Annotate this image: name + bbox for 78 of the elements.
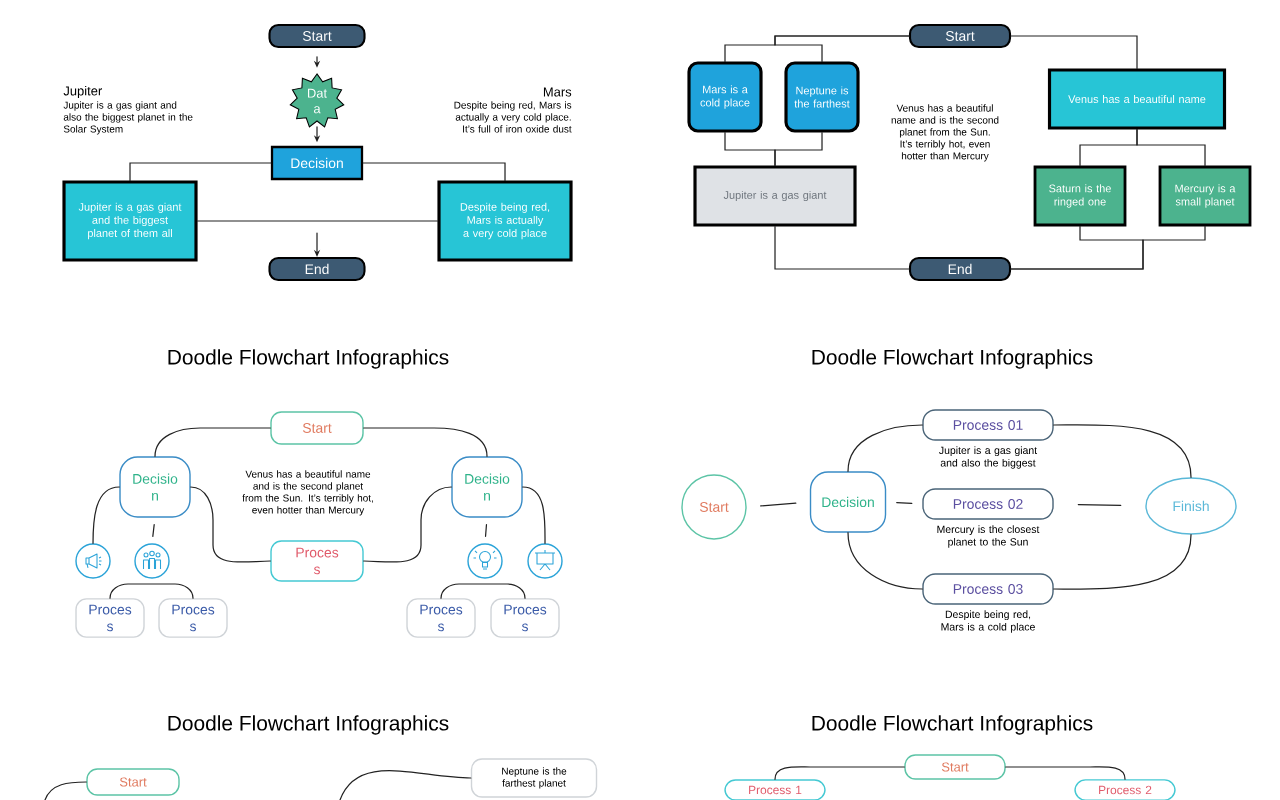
process-box: Saturn is the ringed one [1033, 165, 1127, 227]
connector-line [760, 502, 797, 507]
process-box: Process 03 [922, 573, 1054, 605]
process-box: Process 2 [1074, 779, 1176, 800]
connector-line [774, 35, 910, 63]
connector-line [1053, 534, 1192, 590]
connector-line [1053, 424, 1192, 478]
connector-line [896, 501, 913, 505]
connector-line [847, 424, 923, 472]
connector-line [522, 486, 546, 544]
start-box: Start [86, 768, 180, 796]
connector-line [362, 162, 506, 182]
terminal-pill: Start [268, 23, 366, 49]
connector-line [1005, 766, 1126, 780]
data-star: Dat a [289, 73, 345, 128]
node-caption: Despite being red, Mars is a cold place [941, 610, 1035, 633]
connector-line [1010, 35, 1138, 70]
process-box: Jupiter is a gas giant [693, 165, 857, 227]
connector-line [339, 770, 472, 800]
connector-line [109, 583, 194, 599]
process-box: Despite being red, Mars is actually a very cold place [437, 180, 573, 262]
start-box: Start [904, 754, 1006, 780]
process-box: Neptune is the farthest [784, 61, 860, 133]
heading-text: Jupiter [63, 85, 102, 99]
icon-circle [467, 543, 503, 579]
description-text: Jupiter is a gas giant and also the biggest planet in the Solar System [63, 101, 193, 135]
process-box: Proces s [490, 598, 560, 638]
connector-line [196, 220, 439, 222]
decision-bubble: Decision [809, 471, 887, 533]
panel-title: Doodle Flowchart Infographics [812, 715, 1093, 735]
process-box: Jupiter is a gas giant and the biggest planet of them all [62, 180, 198, 262]
process-box: Mars is a cold place [687, 61, 763, 133]
panel-title: Doodle Flowchart Infographics [812, 349, 1093, 369]
connector-line [1136, 128, 1206, 167]
icon-circle [134, 543, 170, 579]
panel-title: Doodle Flowchart Infographics [168, 715, 449, 735]
node-caption: Jupiter is a gas giant and also the biggest [939, 446, 1038, 469]
process-box: Mercury is a small planet [1158, 165, 1252, 227]
decision-box: Decision [270, 145, 364, 181]
connector-line [484, 524, 488, 537]
process-box: Process 02 [922, 488, 1054, 520]
process-box: Proces s [270, 540, 364, 582]
description-text: Despite being red, Mars is actually a very cold place. It’s full of iron oxide dust [454, 101, 572, 133]
connector-line [363, 427, 488, 457]
connector-line [92, 486, 120, 544]
connector-line [190, 486, 271, 563]
connector-line [1077, 503, 1122, 507]
icon-circle [75, 543, 111, 579]
start-box: Start [270, 411, 364, 445]
connector-line [152, 524, 155, 537]
connector-line [363, 486, 452, 563]
process-box: Venus has a beautiful name [1047, 68, 1227, 130]
icon-circle [527, 543, 563, 579]
connector-line [1010, 225, 1206, 270]
connector-line [847, 532, 923, 590]
terminal-pill: Start [908, 23, 1012, 49]
decision-bubble: Decisio n [119, 456, 191, 518]
heading-text: Mars [543, 87, 572, 97]
process-box: Proces s [406, 598, 476, 638]
decision-bubble: Decisio n [451, 456, 523, 518]
connector-line [774, 766, 905, 780]
process-box: Proces s [75, 598, 145, 638]
panel-title: Doodle Flowchart Infographics [168, 349, 449, 369]
node-caption: Mercury is the closest planet to the Sun [937, 525, 1040, 548]
connector-line [440, 583, 526, 599]
connector-line [129, 162, 272, 182]
process-box: Proces s [158, 598, 228, 638]
process-box: Process 01 [922, 409, 1054, 441]
connector-line [154, 427, 271, 457]
connector-line [44, 781, 87, 800]
connector-line [774, 225, 910, 270]
description-text: Venus has a beautiful name and is the second planet from the Sun. It’s terribly hot, even hotter than Mercury [242, 470, 373, 516]
note-box: Neptune is the farthest planet [470, 758, 598, 798]
terminal-pill: End [908, 256, 1012, 282]
process-box: Process 1 [724, 779, 826, 800]
terminal-pill: End [268, 256, 366, 282]
description-text: Venus has a beautiful name and is the second planet from the Sun. It’s terribly hot, even hotter than Mercury [891, 104, 999, 162]
connector-line [774, 131, 823, 167]
